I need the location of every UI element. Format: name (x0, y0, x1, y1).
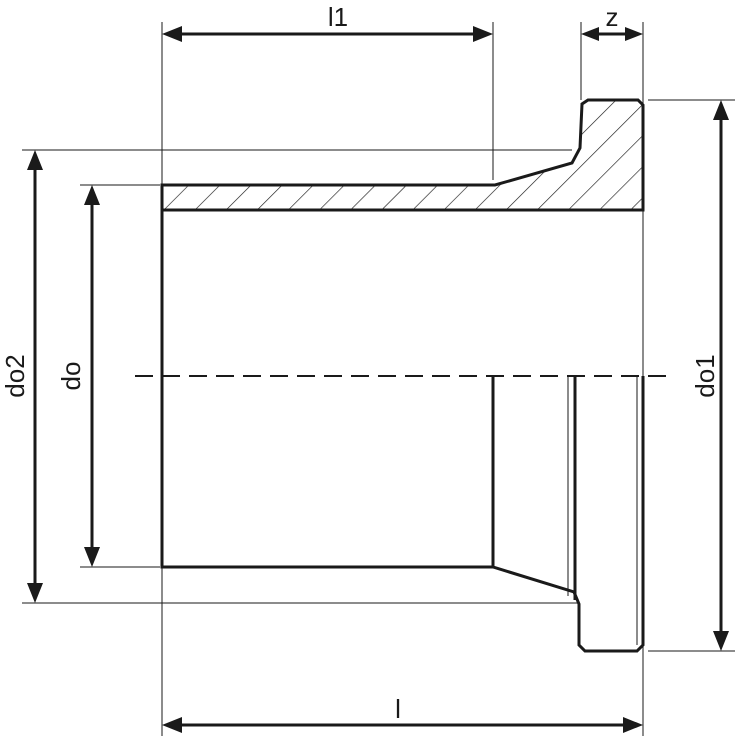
dimension-l: l (162, 694, 643, 733)
dimension-do2: do2 (0, 150, 43, 603)
dimension-do1: do1 (690, 100, 729, 651)
label-z: z (606, 2, 619, 32)
label-do: do (56, 362, 86, 391)
label-do1: do1 (690, 354, 720, 397)
section-hatch (162, 100, 643, 210)
dimension-z: z (581, 2, 643, 41)
dimension-do: do (56, 185, 100, 567)
label-l1: l1 (328, 2, 348, 32)
dimension-l1: l1 (162, 2, 493, 42)
lower-view-outline (160, 210, 645, 653)
label-l: l (395, 694, 401, 724)
label-do2: do2 (0, 354, 30, 397)
